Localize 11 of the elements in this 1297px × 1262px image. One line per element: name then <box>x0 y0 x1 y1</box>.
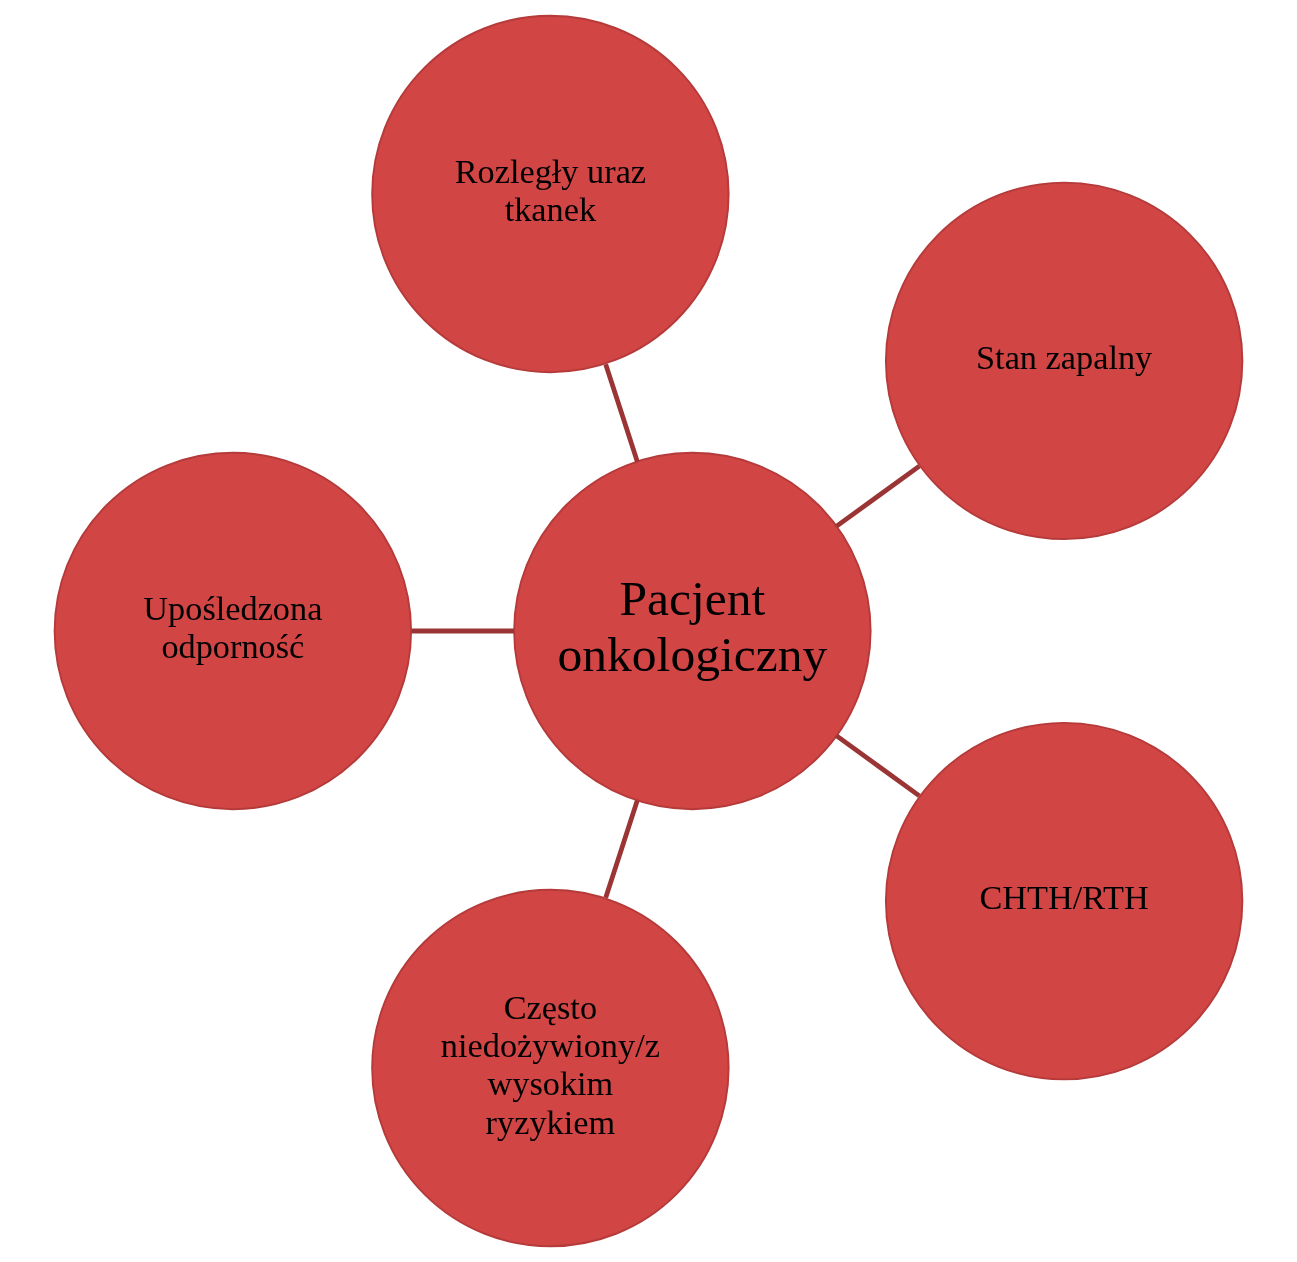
connector <box>603 363 640 463</box>
connector <box>835 464 921 529</box>
node-circle: Pacjent onkologiczny <box>513 451 872 811</box>
node-circle: CHTH/RTH <box>884 721 1244 1081</box>
connector <box>411 628 515 634</box>
node-circle: Rozległy uraz tkanek <box>371 14 730 374</box>
connector <box>603 799 640 899</box>
connector <box>835 733 921 798</box>
node-circle: Stan zapalny <box>884 181 1244 541</box>
node-circle: Upośledzona odporność <box>53 451 413 811</box>
node-circle: Często niedożywiony/z wysokim ryzykiem <box>371 888 730 1248</box>
